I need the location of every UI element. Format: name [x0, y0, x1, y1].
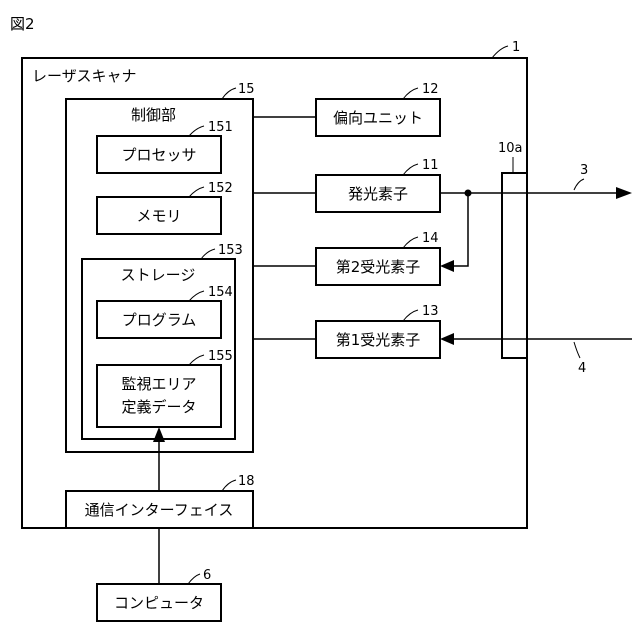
processor-ref: 151 [208, 120, 233, 135]
receiver2-label: 第2受光素子 [336, 258, 421, 276]
memory-label: メモリ [136, 207, 181, 225]
program-label: プログラム [122, 311, 197, 329]
monitor-data-line2: 定義データ [121, 398, 196, 416]
processor-label: プロセッサ [121, 146, 196, 164]
laser-scanner-leader [492, 46, 508, 58]
storage-title: ストレージ [121, 266, 196, 284]
receiver1-label: 第1受光素子 [336, 331, 421, 349]
computer-leader [188, 574, 200, 584]
laser-scanner-title: レーザスキャナ [32, 67, 137, 85]
program-ref: 154 [208, 285, 233, 300]
deflection-unit-ref: 12 [422, 82, 439, 97]
window-ref: 10a [498, 141, 523, 156]
comm-interface-label: 通信インターフェイス [85, 501, 234, 519]
controller-title: 制御部 [131, 106, 176, 124]
comm-interface-ref: 18 [238, 474, 255, 489]
outgoing-beam-leader [574, 179, 584, 190]
laser-scanner-ref: 1 [512, 40, 520, 55]
emitter-label: 発光素子 [348, 185, 408, 203]
receiver1-ref: 13 [422, 304, 439, 319]
memory-ref: 152 [208, 181, 233, 196]
monitor-data-line1: 監視エリア [121, 375, 196, 393]
incoming-beam-ref: 4 [578, 361, 586, 376]
emitter-ref: 11 [422, 158, 439, 173]
computer-label: コンピュータ [114, 594, 204, 612]
outgoing-beam-ref: 3 [580, 163, 588, 178]
controller-ref: 15 [238, 82, 255, 97]
computer-ref: 6 [203, 568, 211, 583]
outgoing-beam-arrowhead [616, 187, 632, 199]
window-box [502, 173, 527, 358]
incoming-beam-leader [574, 342, 580, 358]
deflection-unit-label: 偏向ユニット [333, 109, 423, 127]
storage-ref: 153 [218, 243, 243, 258]
receiver2-ref: 14 [422, 231, 439, 246]
figure-label: 図2 [10, 15, 35, 33]
monitor-data-ref: 155 [208, 349, 233, 364]
